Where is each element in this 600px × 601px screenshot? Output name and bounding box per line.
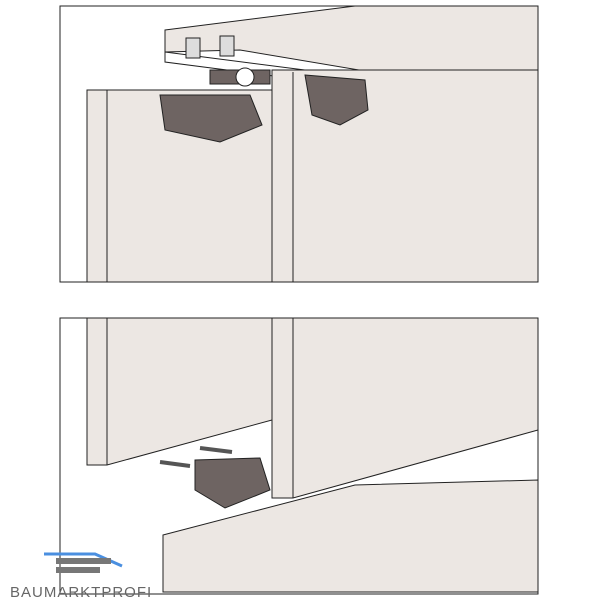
screw-icon [199,446,233,454]
screw-icon [159,460,191,468]
logo-mark [44,552,123,573]
top-panel-illustration [59,5,539,283]
logo-text: BAUMARKTPROFI [10,584,153,601]
floor-guide-fitting [194,457,271,509]
door-plate-fitting [304,74,369,126]
bottom-panel-illustration [59,317,539,595]
roller-fitting [159,94,263,143]
